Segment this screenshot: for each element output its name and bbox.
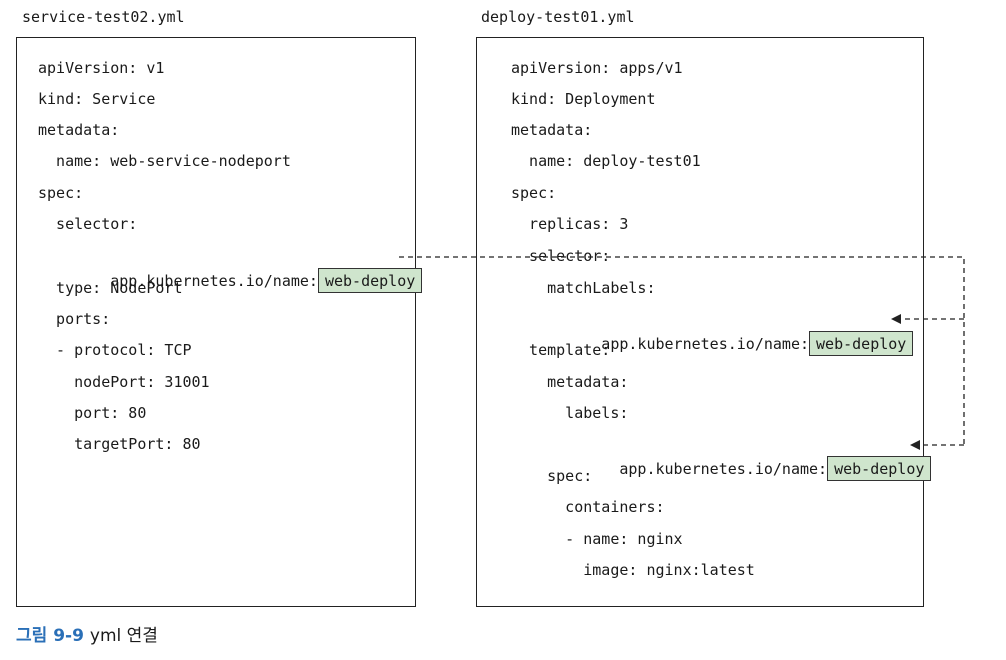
code-line-matchlabels-label: app.kubernetes.io/name:web-deploy (511, 307, 914, 356)
code-line: labels: (511, 404, 629, 422)
code-line: spec: (511, 184, 557, 202)
code-line: type: NodePort (38, 279, 183, 297)
figure-label: 그림 9-9 (16, 626, 84, 646)
code-line: metadata: (38, 121, 120, 139)
service-yaml-panel (16, 37, 416, 607)
deployment-matchlabels-value: web-deploy (809, 331, 914, 356)
code-line: spec: (511, 467, 593, 485)
code-line-template-label: app.kubernetes.io/name:web-deploy (511, 432, 932, 481)
code-line: selector: (511, 247, 611, 265)
code-line: - protocol: TCP (38, 341, 192, 359)
left-file-title: service-test02.yml (22, 8, 185, 26)
right-file-title: deploy-test01.yml (481, 8, 635, 26)
code-line: targetPort: 80 (38, 435, 201, 453)
code-line: port: 80 (38, 404, 147, 422)
template-labels-key: app.kubernetes.io/name: (547, 460, 828, 478)
matchlabels-key: app.kubernetes.io/name: (547, 335, 810, 353)
code-line: kind: Service (38, 90, 156, 108)
connector-service-to-deploy (399, 256, 965, 445)
code-line-selector-label: app.kubernetes.io/name:web-deploy (38, 244, 423, 293)
code-line: template: (511, 341, 611, 359)
code-line: apiVersion: v1 (38, 59, 165, 77)
code-line: name: deploy-test01 (511, 152, 701, 170)
code-line: image: nginx:latest (511, 561, 755, 579)
code-line: containers: (511, 498, 665, 516)
code-line: spec: (38, 184, 84, 202)
figure-caption-text: yml 연결 (89, 626, 158, 646)
code-line: kind: Deployment (511, 90, 656, 108)
code-line: matchLabels: (511, 279, 656, 297)
code-line: - name: nginx (511, 530, 683, 548)
selector-key: app.kubernetes.io/name: (74, 272, 318, 290)
deployment-template-label-value: web-deploy (827, 456, 932, 481)
code-line: replicas: 3 (511, 215, 629, 233)
code-line: ports: (38, 310, 111, 328)
code-line: metadata: (511, 121, 593, 139)
service-selector-value: web-deploy (317, 268, 423, 293)
code-line: selector: (38, 215, 138, 233)
code-line: name: web-service-nodeport (38, 152, 291, 170)
code-line: apiVersion: apps/v1 (511, 59, 683, 77)
deployment-yaml-panel (476, 37, 924, 607)
code-line: nodePort: 31001 (38, 373, 210, 391)
code-line: metadata: (511, 373, 629, 391)
